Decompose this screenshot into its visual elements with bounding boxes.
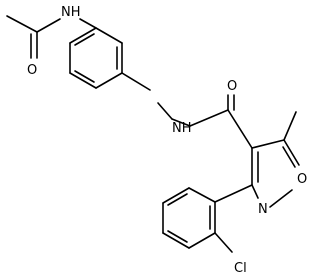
ring-bond: [69, 72, 97, 89]
ring-double-bond: [282, 146, 296, 168]
ring-bond: [188, 187, 216, 203]
ring-oxygen-label: O: [297, 172, 307, 187]
ring-bond: [269, 189, 293, 208]
bond-nh-ring: [79, 18, 97, 29]
chlorophenyl-ring: [162, 184, 253, 253]
bond-nh-carbonyl: [189, 109, 229, 127]
bond-methyl: [283, 111, 297, 141]
nh-acetamide-label: NH: [61, 5, 81, 20]
bond-carbonyl-nh: [36, 18, 61, 33]
ring-bond: [251, 184, 259, 199]
ring-nitrogen-label: N: [258, 202, 268, 217]
ring-bond: [69, 27, 97, 44]
bond-cl: [214, 232, 233, 253]
ring-double-bond: [74, 33, 95, 46]
chlorine-label: Cl: [234, 261, 247, 276]
bond-isoxazole-phenyl: [214, 184, 253, 203]
phenylene-ring: [69, 27, 123, 89]
isoxazole-ring: [251, 111, 300, 208]
bond-amide-nh-ring-2: [157, 102, 173, 120]
amide-nh-label: NH: [172, 121, 192, 136]
amide-oxygen-label: O: [227, 79, 237, 94]
ring-bond: [95, 27, 123, 44]
ring-bond: [188, 232, 216, 249]
bond-ring-amide-nh: [121, 72, 151, 91]
acetyl-oxygen-label: O: [27, 63, 37, 78]
ring-bond: [162, 187, 190, 204]
acetyl-group: [6, 15, 61, 59]
ring-double-bond: [167, 193, 188, 206]
amide-group: [189, 94, 253, 149]
bond-nh-link: [171, 118, 191, 127]
ring-double-bond: [167, 230, 188, 243]
ring-bond: [251, 139, 285, 149]
ring-bond: [95, 72, 123, 89]
ring-bond: [283, 139, 300, 166]
bond-carbonyl-c4: [227, 109, 253, 149]
ring-double-bond: [74, 70, 95, 83]
ring-bond: [162, 232, 190, 249]
bond-methyl-carbonyl: [6, 15, 38, 33]
